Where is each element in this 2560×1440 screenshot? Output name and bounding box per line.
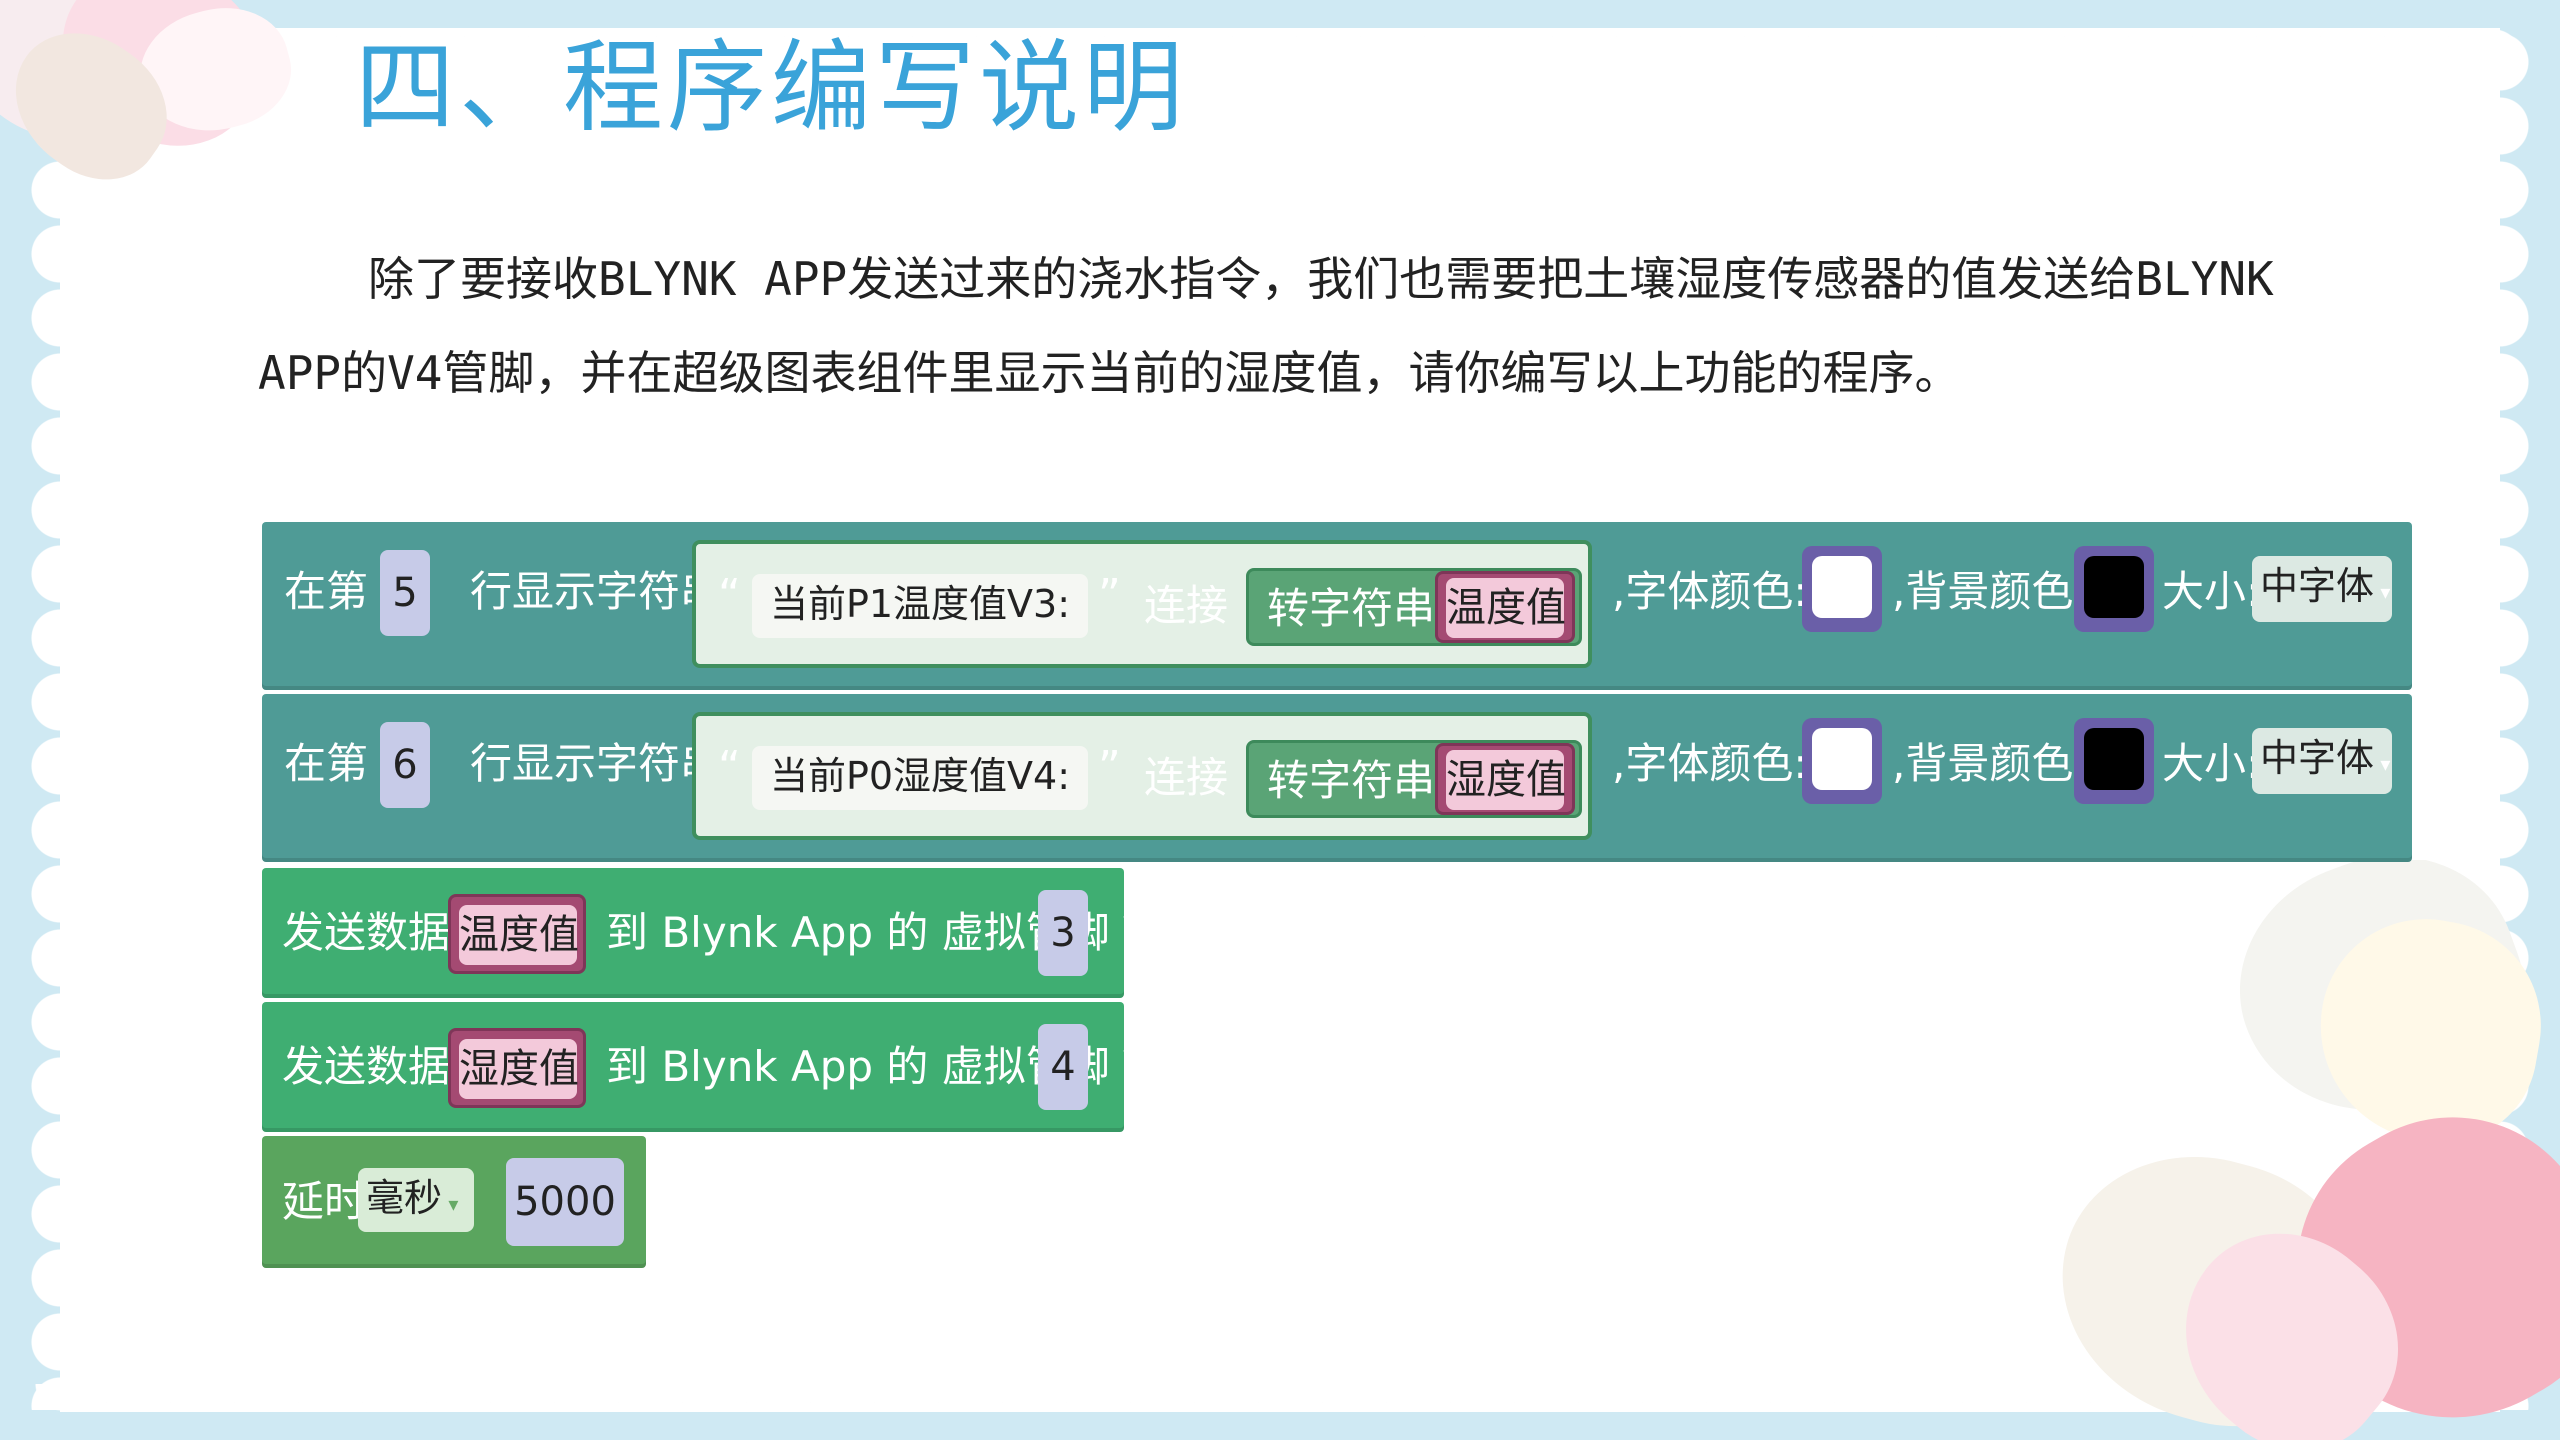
background-color-swatch[interactable] [2074, 718, 2154, 804]
background-color-label: ,背景颜色: [1892, 739, 2088, 788]
block-label: 在第 [284, 739, 369, 788]
font-size-dropdown[interactable]: 中字体 ▾ [2252, 556, 2392, 622]
variable-block[interactable]: 湿度值 [448, 1028, 586, 1108]
to-string-label: 转字符串 [1267, 584, 1436, 633]
send-data-block[interactable]: 发送数据 温度值 到 Blynk App 的 虚拟管脚 V 3 [262, 868, 1152, 998]
chevron-down-icon: ▾ [442, 1192, 459, 1216]
open-quote-icon: “ [718, 742, 741, 793]
variable-block[interactable]: 温度值 [448, 894, 586, 974]
size-label: 大小: [2162, 739, 2261, 788]
font-color-swatch[interactable] [1802, 546, 1882, 632]
variable-name: 温度值 [1446, 578, 1566, 638]
paragraph-line-1: 除了要接收BLYNK APP发送过来的浇水指令，我们也需要把土壤湿度传感器的值发… [368, 252, 2274, 306]
font-size-value: 中字体 [2260, 736, 2375, 780]
open-quote-icon: “ [718, 570, 741, 621]
string-literal[interactable]: 当前P0湿度值V4: [752, 746, 1088, 810]
instruction-paragraph: 除了要接收BLYNK APP发送过来的浇水指令，我们也需要把土壤湿度传感器的值发… [258, 232, 2510, 420]
chevron-down-icon: ▾ [2374, 752, 2391, 776]
delay-unit-value: 毫秒 [366, 1176, 443, 1220]
size-label: 大小: [2162, 567, 2261, 616]
virtual-pin-input[interactable]: 4 [1038, 1024, 1088, 1110]
font-color-swatch[interactable] [1802, 718, 1882, 804]
variable-name: 湿度值 [459, 1039, 579, 1099]
join-label: 连接 [1144, 753, 1229, 802]
string-literal[interactable]: 当前P1温度值V3: [752, 574, 1088, 638]
block-label: 行显示字符串 [470, 567, 723, 616]
background-color-swatch[interactable] [2074, 546, 2154, 632]
variable-name: 湿度值 [1446, 750, 1566, 810]
block-program: 在第 5 行显示字符串 “ 当前P1温度值V3: ” 连接 转字符串 温度值 ,… [262, 522, 2412, 1272]
variable-block[interactable]: 温度值 [1435, 571, 1575, 643]
chevron-down-icon: ▾ [2374, 580, 2391, 604]
variable-block[interactable]: 湿度值 [1435, 743, 1575, 815]
delay-block[interactable]: 延时 毫秒 ▾ 5000 [262, 1136, 646, 1268]
font-color-label: ,字体颜色: [1612, 567, 1808, 616]
frame-edge-bottom [30, 1384, 2530, 1440]
delay-value-input[interactable]: 5000 [506, 1158, 624, 1246]
send-data-label: 发送数据 [282, 1042, 451, 1091]
to-string-label: 转字符串 [1267, 756, 1436, 805]
variable-name: 温度值 [459, 905, 579, 965]
font-color-label: ,字体颜色: [1612, 739, 1808, 788]
delay-label: 延时 [282, 1177, 367, 1226]
delay-unit-dropdown[interactable]: 毫秒 ▾ [358, 1168, 474, 1232]
string-join-block[interactable]: “ 当前P0湿度值V4: ” 连接 转字符串 湿度值 [692, 712, 1592, 840]
close-quote-icon: ” [1098, 742, 1121, 793]
to-string-block[interactable]: 转字符串 温度值 [1246, 568, 1582, 646]
virtual-pin-input[interactable]: 3 [1038, 890, 1088, 976]
display-string-block[interactable]: 在第 6 行显示字符串 “ 当前P0湿度值V4: ” 连接 转字符串 湿度值 ,… [262, 694, 2412, 862]
send-data-block[interactable]: 发送数据 湿度值 到 Blynk App 的 虚拟管脚 V 4 [262, 1002, 1152, 1132]
frame-edge-top [30, 0, 2530, 56]
font-size-value: 中字体 [2260, 564, 2375, 608]
paragraph-line-2: APP的V4管脚，并在超级图表组件里显示当前的湿度值，请你编写以上功能的程序。 [258, 346, 1961, 400]
display-string-block[interactable]: 在第 5 行显示字符串 “ 当前P1温度值V3: ” 连接 转字符串 温度值 ,… [262, 522, 2412, 690]
font-size-dropdown[interactable]: 中字体 ▾ [2252, 728, 2392, 794]
to-string-block[interactable]: 转字符串 湿度值 [1246, 740, 1582, 818]
join-label: 连接 [1144, 581, 1229, 630]
string-join-block[interactable]: “ 当前P1温度值V3: ” 连接 转字符串 温度值 [692, 540, 1592, 668]
background-color-label: ,背景颜色: [1892, 567, 2088, 616]
send-data-label: 发送数据 [282, 908, 451, 957]
page-title: 四、程序编写说明 [355, 29, 1187, 146]
block-label: 行显示字符串 [470, 739, 723, 788]
flower-decoration-top-left [0, 0, 330, 210]
close-quote-icon: ” [1098, 570, 1121, 621]
block-label: 在第 [284, 567, 369, 616]
row-number-input[interactable]: 5 [380, 550, 430, 636]
frame-edge-left [0, 30, 60, 1410]
row-number-input[interactable]: 6 [380, 722, 430, 808]
